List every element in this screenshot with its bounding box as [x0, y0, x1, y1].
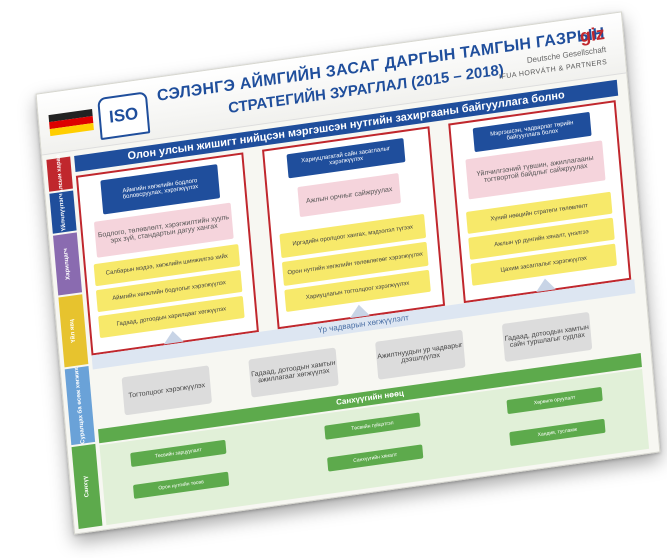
side-label-customer: Үйлчлүүлэгч — [49, 190, 77, 234]
outcome-box: Ажлын орчныг сайжруулах — [297, 173, 402, 218]
finance-item: Орон нутгийн төсөв — [132, 471, 230, 499]
finance-item: Төсвийн зарцуулалт — [130, 439, 227, 468]
flag-logo — [48, 109, 94, 137]
goal-box: Хариуцлагатай сайн засаглалыг хэрэгжүүлэ… — [286, 137, 406, 179]
consultant-logo: IFUA HORVÁTH & PARTNERS — [498, 58, 608, 82]
strategy-column-3: Мэргэшсэн, чадварлаг төрийн байгууллага … — [448, 100, 632, 304]
finance-item: Хөрөнгө оруулалт — [506, 386, 603, 415]
strategy-poster: ISO СЭЛЭНГЭ АЙМГИЙН ЗАСАГ ДАРГЫН ТАМГЫН … — [35, 11, 661, 535]
strategy-column-1: Аймгийн хөгжлийн бодлого боловсруулах, х… — [75, 152, 259, 356]
finance-item: Хандив, тусламж — [509, 418, 606, 447]
development-item: Ажилтнуудын ур чадварыг дээшлүүлэх — [375, 329, 466, 380]
org-logo: ISO — [97, 91, 151, 141]
development-item: Тогтолцоог хэрэгжүүлэх — [121, 365, 213, 416]
partner-logo: giz — [579, 22, 606, 47]
finance-item: Төсвийн гүйцэтгэл — [324, 412, 421, 440]
side-label-partner: Харилцагч — [53, 232, 83, 296]
development-item: Гадаад, дотоодын хамтын сайн туршлагыг с… — [501, 311, 593, 362]
development-item: Гадаад, дотоодын хамтын ажиллагааг хөгжү… — [248, 347, 339, 398]
finance-item: Санхүүгийн хяналт — [327, 444, 424, 472]
strategy-column-2: Хариуцлагатай сайн засаглалыг хэрэгжүүлэ… — [262, 126, 446, 330]
side-label-finance: Санхүү — [71, 443, 103, 529]
side-label-process: Үйл явц — [58, 294, 89, 368]
side-label-vision: Алсын хараа — [46, 154, 73, 194]
side-label-learning: Суралцах ба өсөж хөгжих — [64, 366, 96, 446]
